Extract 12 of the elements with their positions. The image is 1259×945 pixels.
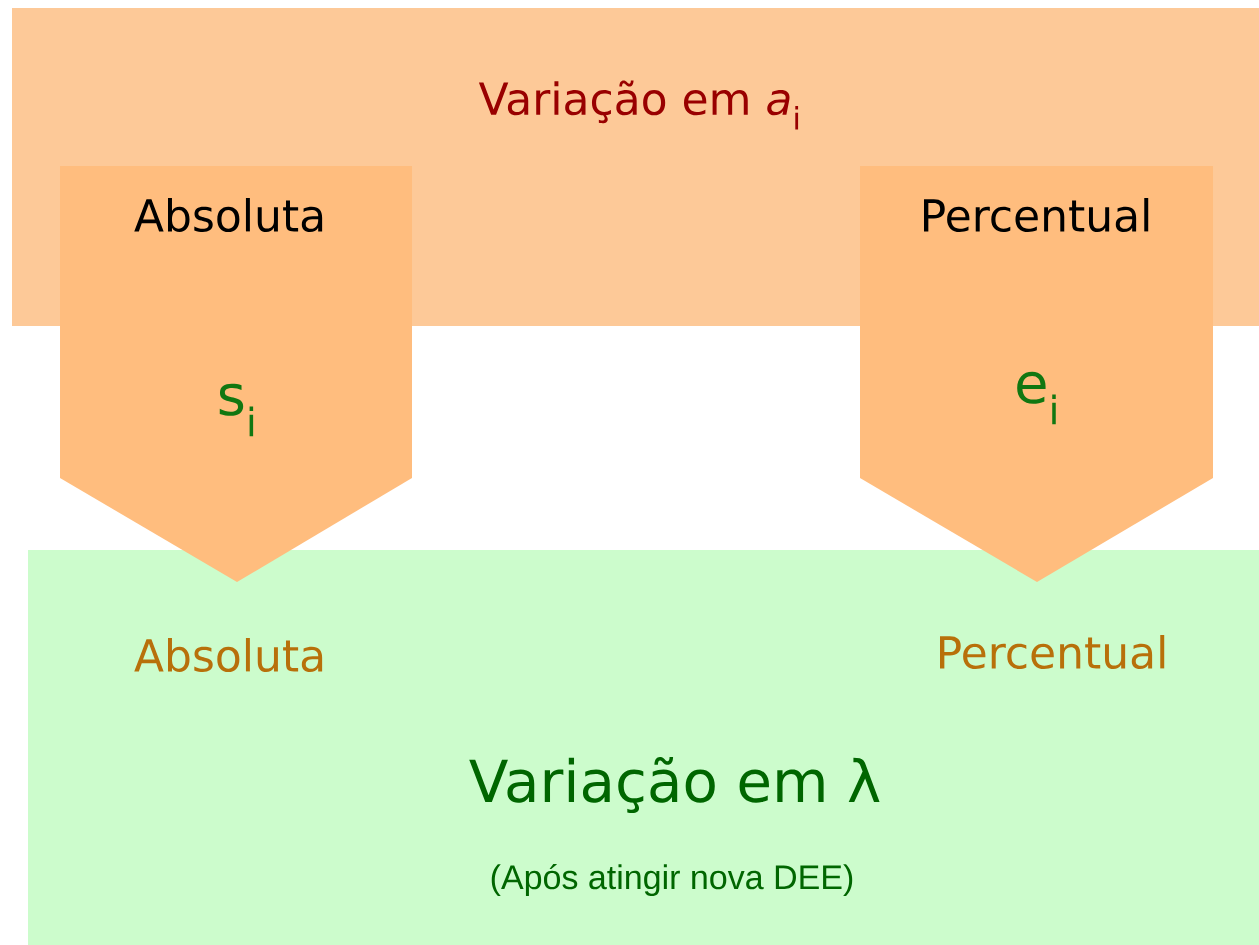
heading: Percentual xyxy=(924,198,1149,233)
arrow-shape xyxy=(60,166,412,582)
arrow-shape xyxy=(860,166,1213,582)
symbol: e$_{i}$ xyxy=(1017,371,1056,425)
subtitle: (Após atingir nova DEE) xyxy=(491,863,853,897)
label: Absoluta xyxy=(134,638,323,673)
band-title: Variação em a$_{i}$ xyxy=(478,80,799,130)
heading: Absoluta xyxy=(134,198,323,233)
label: Percentual xyxy=(940,635,1165,670)
bottom-band xyxy=(28,550,1259,945)
band-title: Variação em λ xyxy=(469,756,880,814)
symbol: s$_{i}$ xyxy=(219,383,254,437)
